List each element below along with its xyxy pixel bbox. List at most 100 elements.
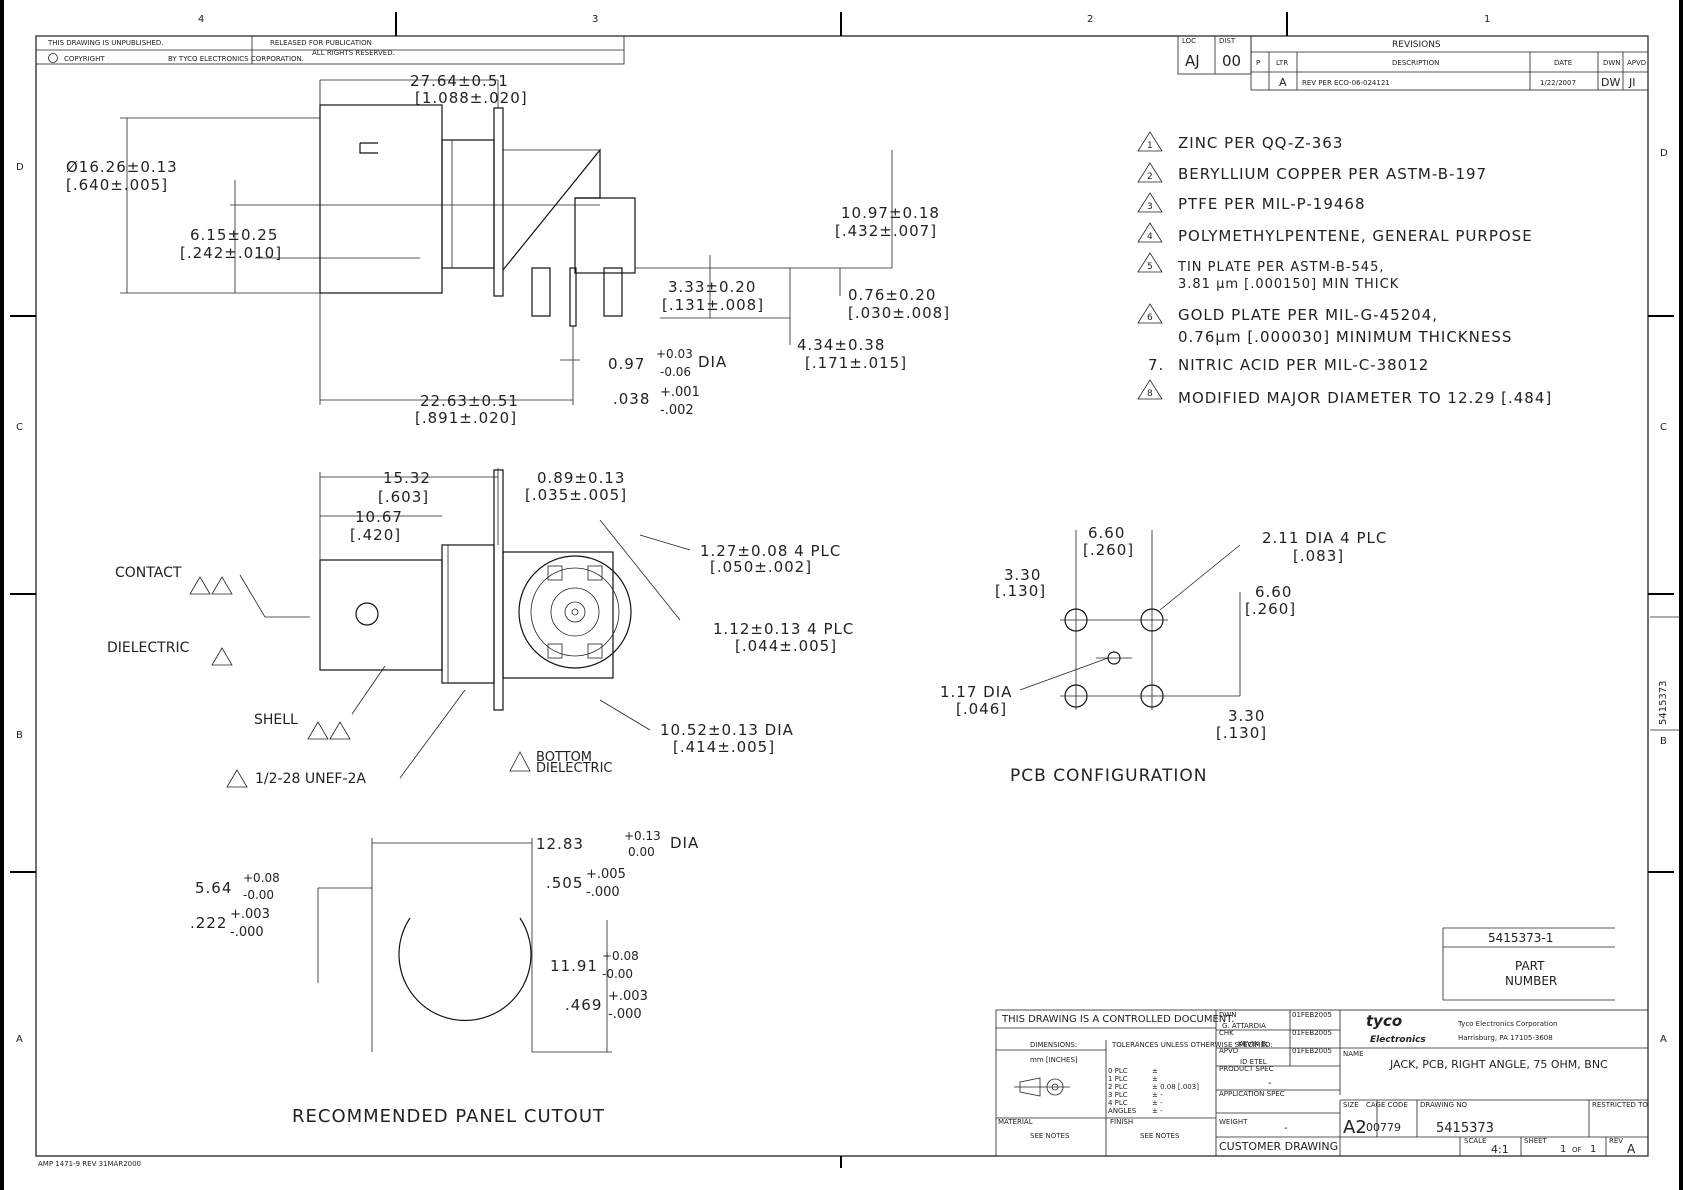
dim-cutout-dia-zero: 0.00 — [628, 845, 655, 859]
cage-value: 00779 — [1366, 1121, 1401, 1134]
shell-flag-5-icon — [329, 721, 351, 740]
note-num: 1 — [1147, 141, 1153, 151]
dim-cutout-height-in-plus: +.003 — [608, 989, 648, 1004]
dwg-no-value: 5415373 — [1436, 1121, 1494, 1136]
pcb-post — [603, 267, 623, 317]
size-value: A2 — [1343, 1117, 1367, 1138]
note-text: PTFE PER MIL-P-19468 — [1178, 195, 1366, 213]
dim-cutout-flat-plus: +0.08 — [243, 871, 280, 885]
note-num: 3 — [1147, 202, 1153, 212]
note-1: 1 ZINC PER QQ-Z-363 — [1137, 131, 1343, 152]
dim-cutout-flat-in-plus: +.003 — [230, 907, 270, 922]
rev-date: 1/22/2007 — [1540, 79, 1576, 87]
dim-contact-depth-in: [.420] — [350, 526, 401, 544]
thread-flag-8-icon — [226, 769, 248, 788]
dim-pin-length-in: [.171±.015] — [805, 354, 907, 372]
footer-form-number: AMP 1471-9 REV 31MAR2000 — [38, 1160, 141, 1168]
connector-body — [319, 104, 443, 294]
revisions-title: REVISIONS — [1392, 40, 1441, 50]
note-text: ZINC PER QQ-Z-363 — [1178, 134, 1343, 152]
dim-pcb-hole-in: [.083] — [1293, 547, 1344, 565]
dim-height: 10.97±0.18 — [841, 204, 940, 222]
dim-cutout-height-minus: -0.00 — [602, 967, 633, 981]
size-label: SIZE — [1343, 1101, 1359, 1109]
dim-base-length: 22.63±0.51 — [420, 392, 519, 410]
dim-center-height-in: [.242±.010] — [180, 244, 282, 262]
rev-col-apvd: APVD — [1627, 59, 1646, 67]
dim-pin-dia-in-minus: -.002 — [660, 403, 694, 418]
released-text: RELEASED FOR PUBLICATION — [270, 39, 372, 47]
center-pin — [569, 267, 577, 327]
note-num: 8 — [1147, 389, 1153, 399]
note-num: 7. — [1148, 356, 1164, 374]
contact-flag-6-icon — [211, 576, 233, 595]
apvd-date: 01FEB2005 — [1292, 1047, 1332, 1055]
dim-standoff-in: [.030±.008] — [848, 304, 950, 322]
mounting-flange — [493, 107, 504, 297]
bottom-flag-3-icon — [509, 751, 531, 772]
dim-pcb-pin-hole-in: [.046] — [956, 700, 1007, 718]
dim-standoff: 0.76±0.20 — [848, 286, 936, 304]
dim-cutout-flat: 5.64 — [195, 879, 232, 897]
zone-2-top: 2 — [1087, 14, 1093, 25]
dwn-label: DWN — [1219, 1011, 1237, 1019]
zone-b-right: B — [1660, 736, 1667, 747]
dim-cutout-height-in: .469 — [565, 996, 602, 1014]
dim-post-spacing: 3.33±0.20 — [668, 278, 756, 296]
zone-4-top: 4 — [198, 14, 204, 25]
plc-1-val: ± — [1152, 1075, 1158, 1083]
dim-slot-width-in: [.050±.002] — [710, 558, 812, 576]
shell-flag-1-icon — [307, 721, 329, 740]
note-flag-icon — [1137, 222, 1163, 243]
customer-drawing: CUSTOMER DRAWING — [1219, 1140, 1338, 1153]
zone-a-right: A — [1660, 1034, 1667, 1045]
dim-body-length-in: [.603] — [378, 488, 429, 506]
part-number: 5415373-1 — [1488, 931, 1553, 945]
dim-pin-dia-label: DIA — [698, 353, 727, 371]
dim-pcb-spacing-in: [.260] — [1083, 541, 1134, 559]
label-thread: 1/2-28 UNEF-2A — [255, 771, 366, 787]
note-7: 7. NITRIC ACID PER MIL-C-38012 — [1148, 356, 1428, 374]
material-label: MATERIAL — [998, 1118, 1033, 1126]
dim-pcb-spacing-y: 6.60 — [1255, 583, 1292, 601]
rev-label: REV — [1609, 1137, 1623, 1145]
panel-cutout — [317, 838, 612, 1053]
note-3: 3 PTFE PER MIL-P-19468 — [1137, 192, 1366, 213]
finish-value: SEE NOTES — [1140, 1132, 1180, 1140]
rev-value: A — [1627, 1142, 1636, 1156]
note-text: POLYMETHYLPENTENE, GENERAL PURPOSE — [1178, 227, 1533, 245]
note-flag-icon — [1137, 303, 1163, 324]
zone-c-left: C — [16, 422, 23, 433]
zone-c-right: C — [1660, 422, 1667, 433]
dim-contact-depth: 10.67 — [355, 508, 403, 526]
dim-cutout-height: 11.91 — [550, 957, 598, 975]
contact-flag-2-icon — [189, 576, 211, 595]
dim-pcb-spacing-y-in: [.260] — [1245, 600, 1296, 618]
dim-slot-width: 1.27±0.08 4 PLC — [700, 542, 841, 560]
chk-label: CHK — [1219, 1029, 1234, 1037]
company-address: Harrisburg, PA 17105-3608 — [1458, 1034, 1553, 1042]
note-5: 5 TIN PLATE PER ASTM-B-545, 3.81 μm [.00… — [1137, 252, 1398, 292]
note-text: TIN PLATE PER ASTM-B-545, — [1177, 260, 1385, 275]
sheet-value: 1 — [1560, 1144, 1566, 1155]
note-flag-icon — [1137, 379, 1163, 400]
pcb-mount-block — [574, 197, 636, 274]
dim-cutout-dia-in: .505 — [546, 874, 583, 892]
part-label-1: PART — [1515, 959, 1545, 973]
restricted-label: RESTRICTED TO — [1592, 1101, 1648, 1109]
tolerances-label: TOLERANCES UNLESS OTHERWISE SPECIFIED: — [1111, 1041, 1273, 1049]
dwg-no-label: DRAWING NO — [1420, 1101, 1467, 1109]
cage-label: CAGE CODE — [1366, 1101, 1408, 1109]
weight-label: WEIGHT — [1219, 1118, 1248, 1126]
dim-pcb-hole: 2.11 DIA 4 PLC — [1262, 529, 1387, 547]
dim-pin-length: 4.34±0.38 — [797, 336, 885, 354]
note-2: 2 BERYLLIUM COPPER PER ASTM-B-197 — [1137, 162, 1487, 183]
plc-1: 1 PLC — [1108, 1075, 1128, 1083]
note-text: BERYLLIUM COPPER PER ASTM-B-197 — [1178, 165, 1487, 183]
dim-pin-dia-plus: +0.03 — [656, 347, 693, 361]
sheet-of: OF — [1572, 1146, 1582, 1154]
note-text: MODIFIED MAJOR DIAMETER TO 12.29 [.484] — [1178, 389, 1552, 407]
apvd-name: ID ETEL — [1240, 1058, 1267, 1066]
dim-pcb-half-y-in: [.130] — [1216, 724, 1267, 742]
